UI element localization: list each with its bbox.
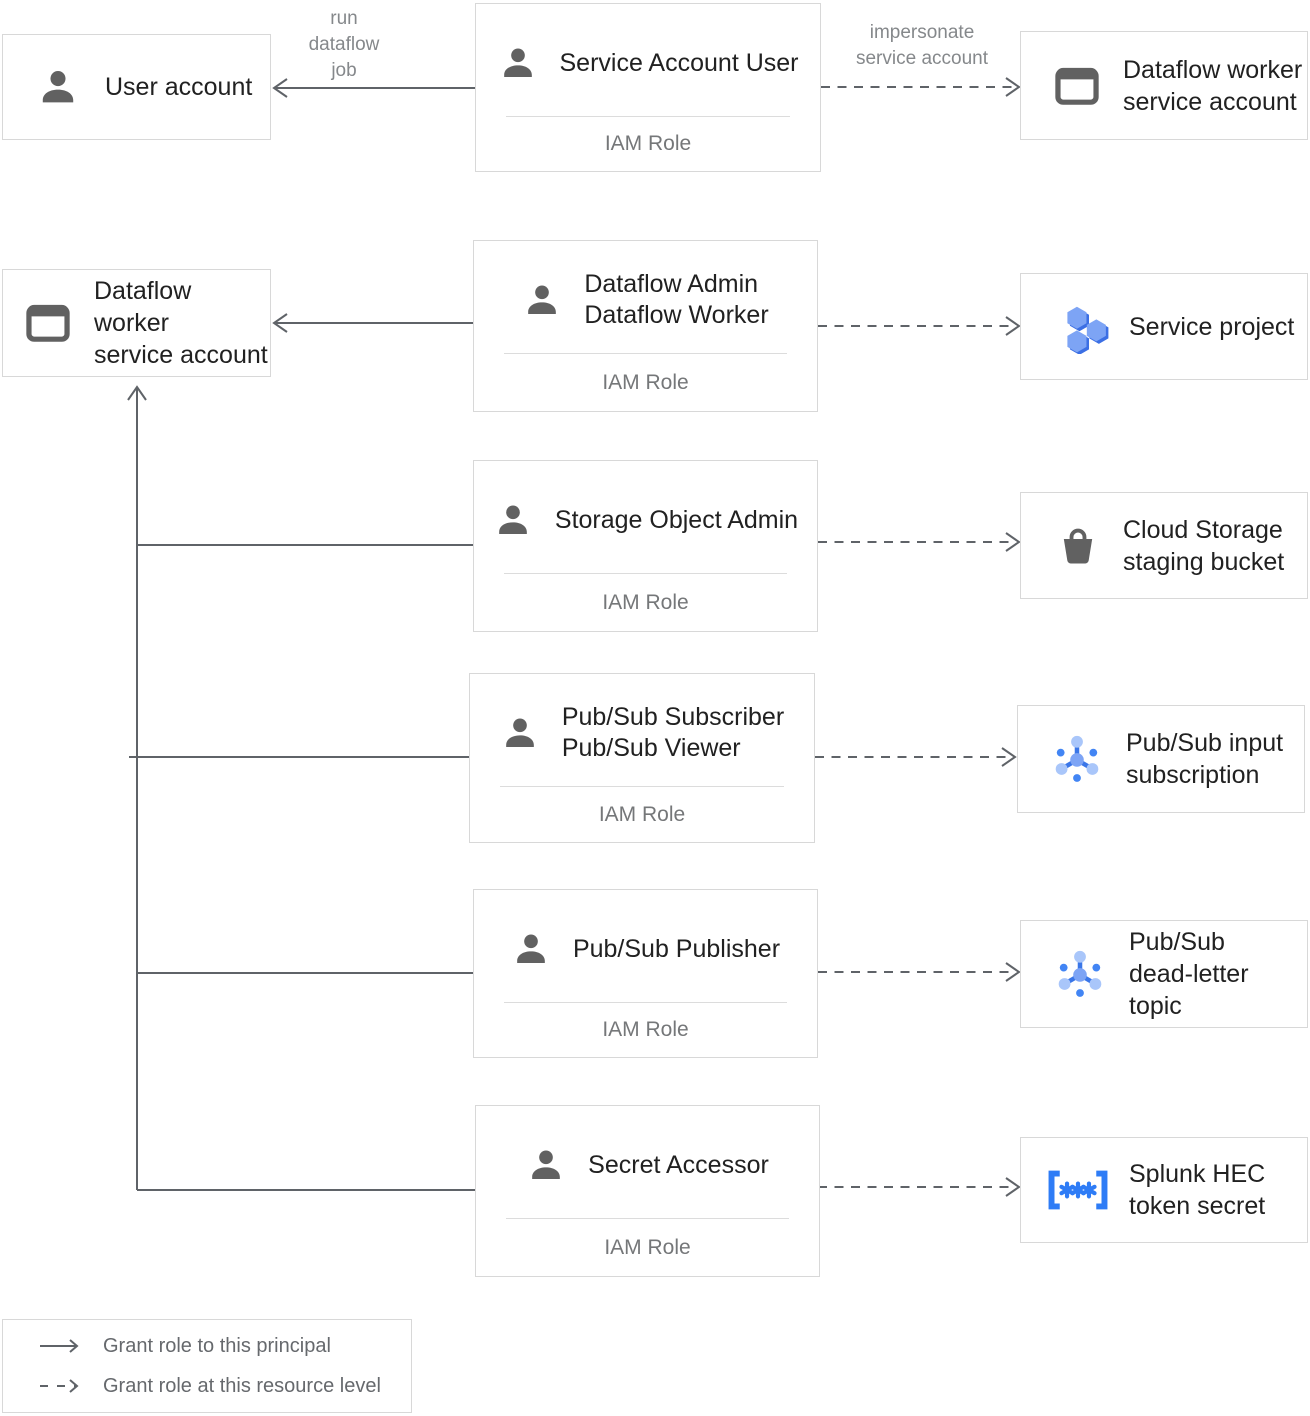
iam-role-caption: IAM Role [602,590,689,614]
iam-role-caption: IAM Role [604,132,692,155]
legend-item-solid: Grant role to this principal [39,1335,411,1358]
iam-role-caption: IAM Role [604,1235,691,1259]
input-subscription-arrow-head [1001,747,1017,767]
divider [504,353,787,354]
role-title: Dataflow Admin Dataflow Worker [584,270,769,329]
divider [506,116,790,117]
solid-arrow-icon [40,1339,79,1353]
iam-role-caption: IAM Role [602,1018,689,1041]
user-account-label: User account [105,73,253,101]
pubsub-input-subscription-label: Pub/Sub input subscription [1126,729,1284,789]
role-title: Pub/Sub Subscriber Pub/Sub Viewer [561,703,785,762]
iam-role-caption: IAM Role [602,370,689,394]
deadletter-topic-arrow-head [1005,962,1021,982]
storage-bucket-arrow-head [1005,532,1021,552]
grant-to-worker-sa-arrow-head [272,313,288,333]
role-title: Secret Accessor [588,1150,769,1179]
divider [506,1218,789,1219]
storage-bucket-icon [1057,525,1099,567]
person-icon [36,65,80,109]
role-title: Pub/Sub Publisher [572,934,781,963]
person-icon [500,713,540,753]
pubsub-icon [1051,945,1109,1003]
storage-object-admin-role-node: Storage Object Admin IAM Role [473,460,818,632]
project-hexagons-icon [1055,300,1109,354]
legend-label-solid: Grant role to this principal [103,1334,331,1357]
pubsub-deadletter-topic-label: Pub/Sub dead-letter topic [1129,928,1249,1020]
pubsub-icon [1048,730,1106,788]
person-icon [498,43,538,83]
secret-icon [1045,1169,1111,1211]
person-icon [526,1145,566,1185]
divider [500,786,784,787]
service-account-user-role-node: Service Account User IAM Role [475,3,821,172]
cloud-storage-bucket-label: Cloud Storage staging bucket [1123,515,1285,576]
person-icon [511,929,551,969]
run-dataflow-job-label: run dataflow job [308,8,380,81]
divider [504,1002,787,1003]
splunk-hec-token-secret-label: Splunk HEC token secret [1129,1160,1266,1220]
dataflow-worker-sa-node-left: Dataflow worker service account [2,269,271,377]
impersonate-arrow-head [1005,77,1021,97]
person-icon [522,280,562,320]
run-dataflow-job-arrow-head [272,78,288,98]
splunk-hec-token-secret-node: Splunk HEC token secret [1020,1137,1308,1243]
person-icon [493,500,533,540]
service-account-icon [1054,66,1100,106]
dataflow-worker-sa-node-right: Dataflow worker service account [1020,31,1308,140]
legend: Grant role to this principal Grant role … [2,1319,412,1413]
dataflow-worker-sa-label: Dataflow worker service account [1123,55,1303,116]
pubsub-publisher-role-node: Pub/Sub Publisher IAM Role [473,889,818,1058]
service-project-node: Service project [1020,273,1308,380]
trunk-arrow-head [127,385,147,401]
cloud-storage-bucket-node: Cloud Storage staging bucket [1020,492,1308,599]
impersonate-service-account-label: impersonate service account [855,22,988,69]
service-project-arrow-head [1005,316,1021,336]
pubsub-input-subscription-node: Pub/Sub input subscription [1017,705,1305,813]
token-secret-arrow-head [1005,1177,1021,1197]
secret-accessor-role-node: Secret Accessor IAM Role [475,1105,820,1277]
legend-label-dashed: Grant role at this resource level [103,1374,381,1397]
divider [504,573,787,574]
pubsub-subscriber-viewer-role-node: Pub/Sub Subscriber Pub/Sub Viewer IAM Ro… [469,673,815,843]
dashed-arrow-icon [40,1379,79,1393]
user-account-node: User account [2,34,271,140]
service-account-icon [25,303,71,343]
iam-role-caption: IAM Role [598,802,686,826]
dataflow-admin-worker-role-node: Dataflow Admin Dataflow Worker IAM Role [473,240,818,412]
role-title: Service Account User [559,48,799,77]
dataflow-worker-sa-label: Dataflow worker service account [94,277,268,369]
pubsub-deadletter-topic-node: Pub/Sub dead-letter topic [1020,920,1308,1028]
role-title: Storage Object Admin [554,505,799,534]
service-project-label: Service project [1129,312,1295,341]
legend-item-dashed: Grant role at this resource level [39,1375,411,1398]
